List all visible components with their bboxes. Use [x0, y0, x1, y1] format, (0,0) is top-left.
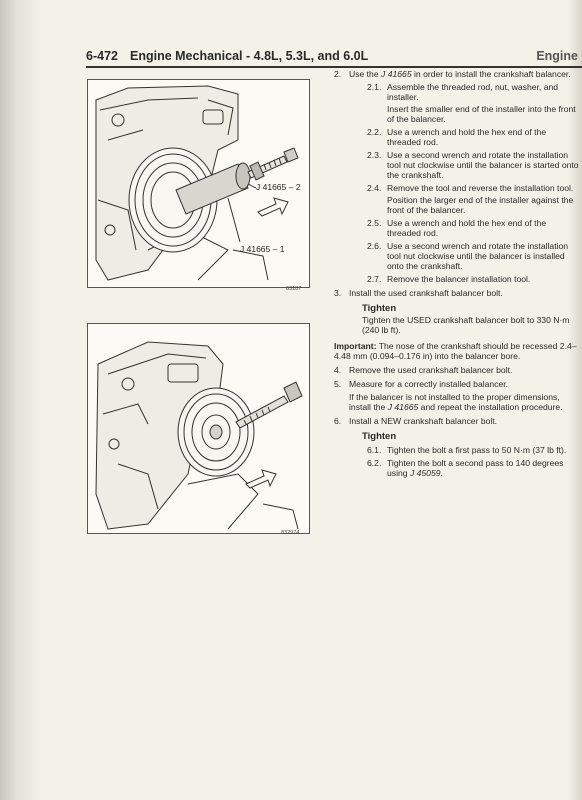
page-title: Engine Mechanical - 4.8L, 5.3L, and 6.0L	[130, 49, 369, 63]
running-head: Engine	[536, 49, 578, 63]
figure-balancer-installer: J 41665 – 2 J 41665 – 1	[87, 79, 310, 288]
header-rule	[86, 66, 582, 68]
page-number: 6-472	[86, 49, 118, 63]
substep-2-1: 2.1. Assemble the threaded rod, nut, was…	[367, 82, 576, 124]
tighten-heading: Tighten	[362, 431, 397, 442]
procedure-text: 2. Use the J 41665 in order to install t…	[334, 68, 582, 478]
substep-2-4: 2.4. Remove the tool and reverse the ins…	[367, 183, 574, 215]
tool-reference: J 41665	[381, 69, 412, 79]
substep-2-7: 2.7. Remove the balancer installation to…	[367, 274, 531, 284]
figure-id-number: 63187	[286, 286, 302, 292]
step-6: 6. Install a NEW crankshaft balancer bol…	[334, 416, 498, 426]
important-label: Important:	[334, 341, 377, 351]
step-3: 3. Install the used crankshaft balancer …	[334, 288, 503, 298]
balancer-installer-illustration: J 41665 – 2 J 41665 – 1	[95, 85, 301, 281]
tool-reference: J 45059	[409, 468, 441, 478]
tool-reference: J 41665	[387, 402, 419, 412]
balancer-bolt-illustration	[95, 341, 303, 530]
substep-6-2: 6.2. Tighten the bolt a second pass to 1…	[367, 458, 564, 478]
step-2: 2. Use the J 41665 in order to install t…	[334, 69, 571, 79]
figure-balancer-bolt	[87, 323, 310, 534]
substep-2-3: 2.3. Use a second wrench and rotate the …	[367, 150, 579, 180]
tighten-spec: Tighten the USED crankshaft balancer bol…	[362, 315, 570, 335]
step-5: 5. Measure for a correctly installed bal…	[334, 379, 563, 412]
tighten-heading: Tighten	[362, 303, 397, 314]
callout-j41665-1: J 41665 – 1	[240, 244, 285, 254]
important-note: Important: The nose of the crankshaft sh…	[334, 341, 577, 361]
substep-2-5: 2.5. Use a wrench and hold the hex end o…	[367, 218, 547, 238]
step-4: 4. Remove the used crankshaft balancer b…	[334, 365, 513, 375]
scan-edge-shadow	[568, 0, 582, 800]
page-header: 6-472 Engine Mechanical - 4.8L, 5.3L, an…	[86, 47, 582, 67]
callout-j41665-2: J 41665 – 2	[256, 182, 301, 192]
substep-2-6: 2.6. Use a second wrench and rotate the …	[367, 241, 569, 271]
figure-id-number: 832974	[281, 530, 300, 536]
substep-6-1: 6.1. Tighten the bolt a first pass to 50…	[367, 445, 567, 455]
scan-binding-shadow	[0, 0, 40, 800]
substep-2-2: 2.2. Use a wrench and hold the hex end o…	[367, 127, 547, 147]
